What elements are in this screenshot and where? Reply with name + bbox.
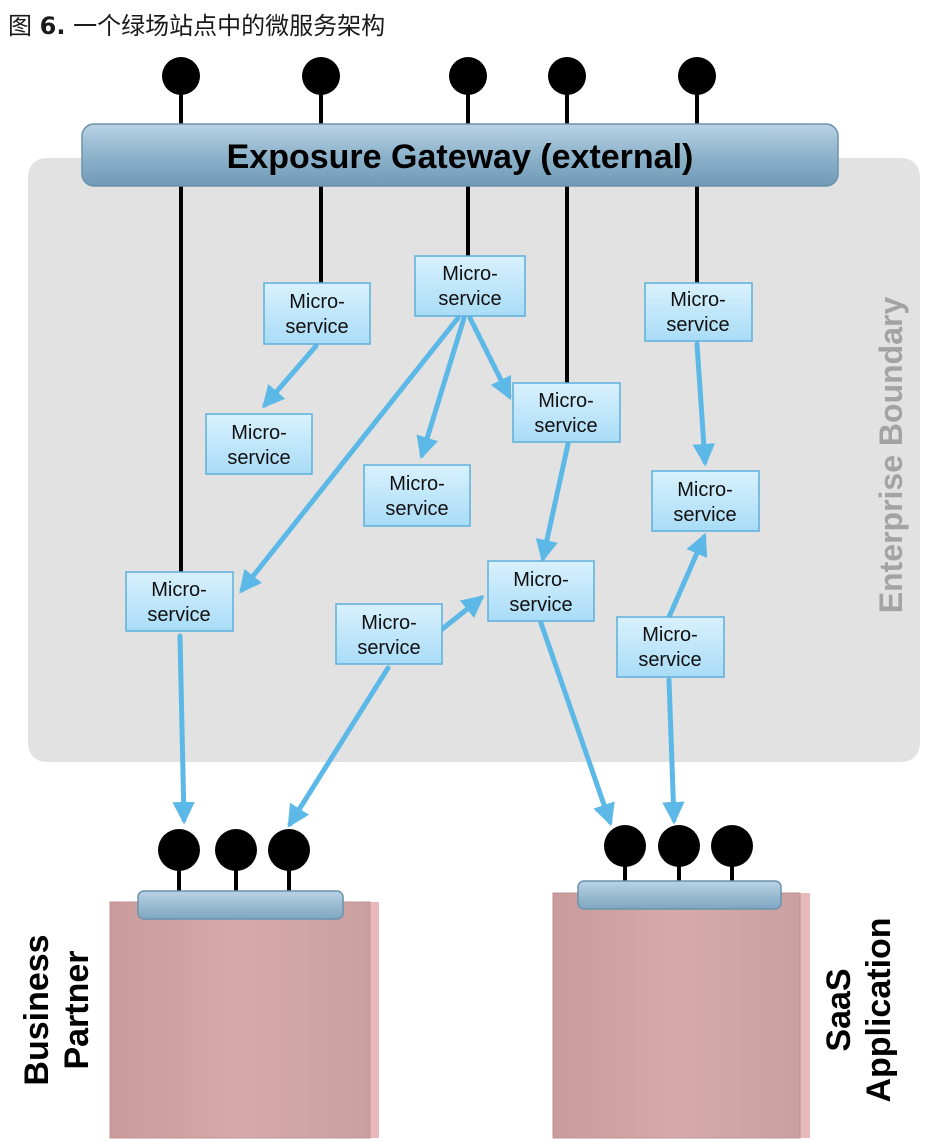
saas-application-label-line2: Application (860, 917, 898, 1102)
microservice-label-line1: Micro- (538, 390, 594, 412)
exposure-gateway-label: Exposure Gateway (external) (227, 138, 694, 176)
endpoint-icon (678, 57, 716, 95)
microservice-label-line1: Micro- (513, 569, 569, 591)
microservice: Micro- service (335, 603, 443, 665)
arrow (467, 315, 512, 401)
enterprise-boundary-label: Enterprise Boundary (873, 297, 909, 614)
exposure-gateway (81, 123, 839, 187)
endpoint-icon (302, 57, 340, 95)
endpoint-icon (658, 825, 700, 867)
caption-number: 6. (39, 12, 66, 40)
business-partner-label-line2: Partner (58, 950, 96, 1069)
arrow (692, 341, 716, 467)
caption-text: 一个绿场站点中的微服务架构 (65, 12, 386, 40)
microservice-label-line2: service (147, 604, 210, 626)
endpoint-icon (711, 825, 753, 867)
microservice: Micro- service (205, 413, 313, 475)
microservice-label-line2: service (357, 637, 420, 659)
business-partner-gateway (137, 890, 344, 920)
arrow (538, 620, 615, 827)
arrow (438, 595, 485, 633)
microservice-label-line1: Micro- (670, 289, 726, 311)
arrow (239, 315, 461, 594)
microservice-label-line2: service (666, 314, 729, 336)
microservice: Micro- service (263, 282, 371, 345)
microservice-label-line1: Micro- (151, 579, 207, 601)
endpoint-icon (215, 829, 257, 871)
endpoint-icon (548, 57, 586, 95)
gateway-endpoint-icons (162, 57, 716, 95)
microservice: Micro- service (616, 616, 725, 678)
enterprise-boundary (28, 158, 920, 762)
endpoint-icon (162, 57, 200, 95)
microservice: Micro- service (512, 382, 621, 443)
microservice-label-line1: Micro- (677, 479, 733, 501)
microservice-label-line2: service (385, 498, 448, 520)
arrow (662, 677, 685, 825)
saas-application-system: SaaS Application (552, 825, 898, 1139)
microservice: Micro- service (363, 464, 471, 527)
microservice-label-line2: service (285, 316, 348, 338)
microservice-label-line2: service (438, 288, 501, 310)
microservice-label-line2: service (534, 415, 597, 437)
microservice-label-line2: service (227, 447, 290, 469)
caption-prefix: 图 (8, 12, 40, 40)
endpoint-icon (268, 829, 310, 871)
microservice-label-line1: Micro- (361, 612, 417, 634)
arrow (287, 665, 391, 828)
endpoint-icon (604, 825, 646, 867)
microservice-label-line1: Micro- (442, 263, 498, 285)
microservice-label-line1: Micro- (289, 291, 345, 313)
figure-caption: 图 6. 一个绿场站点中的微服务架构 (8, 6, 385, 41)
microservice-label-line1: Micro- (642, 624, 698, 646)
microservice-label-line1: Micro- (231, 422, 287, 444)
saas-application-label-line1: SaaS (820, 968, 858, 1051)
arrow (172, 633, 195, 825)
business-partner-label-line1: Business (18, 934, 56, 1085)
microservice: Micro- service (487, 560, 595, 622)
microservice-label-line2: service (673, 504, 736, 526)
microservice: Micro- service (414, 255, 526, 317)
microservice-label-line2: service (509, 594, 572, 616)
microservice-label-line2: service (638, 649, 701, 671)
arrow (416, 315, 467, 460)
endpoint-icon (449, 57, 487, 95)
arrow (262, 343, 319, 409)
saas-application-gateway (577, 880, 782, 910)
microservice-label-line1: Micro- (389, 473, 445, 495)
service-arrows (172, 315, 716, 828)
arrow (666, 532, 708, 620)
microservice: Micro- service (651, 470, 760, 532)
arrow (535, 441, 571, 563)
endpoint-icon (158, 829, 200, 871)
microservice: Micro- service (125, 571, 234, 632)
business-partner-system: Business Partner (18, 829, 379, 1139)
microservice: Micro- service (644, 282, 753, 342)
